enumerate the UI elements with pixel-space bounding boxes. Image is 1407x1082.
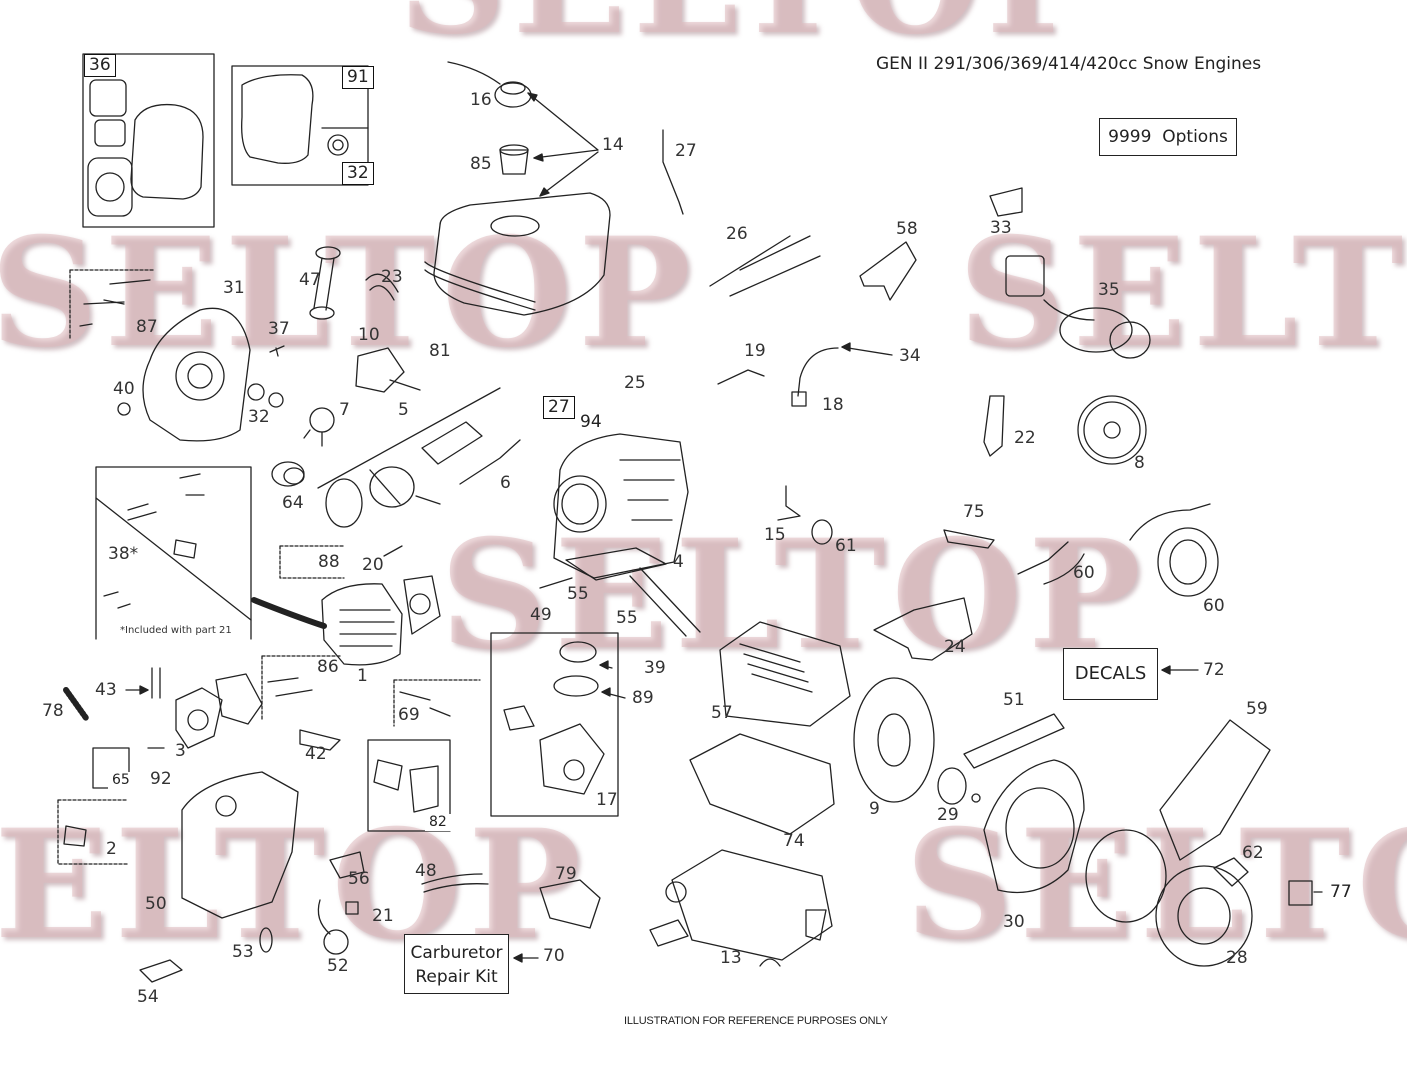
part-39: 39 (644, 658, 666, 678)
part-69: 69 (398, 705, 420, 725)
part-27: 27 (675, 141, 697, 161)
part-16: 16 (470, 90, 492, 110)
options-box: 9999 Options (1099, 118, 1237, 156)
part-26: 26 (726, 224, 748, 244)
part-20: 20 (362, 555, 384, 575)
footer-note: ILLUSTRATION FOR REFERENCE PURPOSES ONLY (624, 1015, 888, 1027)
part-62: 62 (1242, 843, 1264, 863)
part-54: 54 (137, 987, 159, 1007)
part-64: 64 (282, 493, 304, 513)
part-75: 75 (963, 502, 985, 522)
part-51: 51 (1003, 690, 1025, 710)
watermark-right: SELTOP (958, 205, 1407, 381)
part-35: 35 (1098, 280, 1120, 300)
part-60-coil: 60 (1203, 596, 1225, 616)
part-40: 40 (113, 379, 135, 399)
part-48: 48 (415, 861, 437, 881)
part-34: 34 (899, 346, 921, 366)
carburetor-kit-box: Carburetor Repair Kit (404, 934, 509, 994)
boxed-part-65: 65 (108, 772, 134, 790)
part-19: 19 (744, 341, 766, 361)
part-17: 17 (596, 790, 618, 810)
part-2: 2 (106, 839, 117, 859)
part-14: 14 (602, 135, 624, 155)
part-23: 23 (381, 267, 403, 287)
part-55-spring: 55 (567, 584, 589, 604)
part-72: 72 (1203, 660, 1225, 680)
part-24: 24 (944, 637, 966, 657)
part-58: 58 (896, 219, 918, 239)
part-49: 49 (530, 605, 552, 625)
part-89: 89 (632, 688, 654, 708)
part-22: 22 (1014, 428, 1036, 448)
boxed-part-91: 91 (342, 66, 374, 89)
part-53: 53 (232, 942, 254, 962)
part-31: 31 (223, 278, 245, 298)
part-79: 79 (555, 864, 577, 884)
part-59: 59 (1246, 699, 1268, 719)
part-5: 5 (398, 400, 409, 420)
part-28: 28 (1226, 948, 1248, 968)
part-29: 29 (937, 805, 959, 825)
watermark-top: SELTOP (398, 0, 1105, 55)
part-87: 87 (136, 317, 158, 337)
part-43: 43 (95, 680, 117, 700)
part-33: 33 (990, 218, 1012, 238)
part-13: 13 (720, 948, 742, 968)
part-86: 86 (317, 657, 339, 677)
part-21: 21 (372, 906, 394, 926)
part-30: 30 (1003, 912, 1025, 932)
part-3: 3 (175, 741, 186, 761)
part-92: 92 (150, 769, 172, 789)
carburetor-kit-line1: Carburetor (410, 943, 503, 963)
part-32-bearing: 32 (248, 407, 270, 427)
part-38: 38* (108, 544, 139, 564)
part-56: 56 (348, 869, 370, 889)
part-4: 4 (673, 552, 684, 572)
boxed-part-36: 36 (84, 54, 116, 77)
carburetor-kit-line2: Repair Kit (415, 967, 498, 987)
part-60-wire: 60 (1073, 563, 1095, 583)
boxed-part-32: 32 (342, 162, 374, 185)
part-9: 9 (869, 799, 880, 819)
decals-box: DECALS (1063, 648, 1158, 700)
part-37: 37 (268, 319, 290, 339)
part-15: 15 (764, 525, 786, 545)
part-42: 42 (305, 744, 327, 764)
watermark-center: SELTOP (440, 507, 1147, 683)
boxed-part-77: 77 (1326, 882, 1356, 903)
part-25: 25 (624, 373, 646, 393)
watermark-left: SELTOP (0, 205, 697, 381)
part-7: 7 (339, 400, 350, 420)
boxed-part-27: 27 (543, 396, 575, 419)
part-61: 61 (835, 536, 857, 556)
part-57: 57 (711, 703, 733, 723)
boxed-part-94: 94 (576, 412, 606, 433)
part-74: 74 (783, 831, 805, 851)
boxed-part-82: 82 (425, 814, 451, 832)
part-55-bar: 55 (616, 608, 638, 628)
diagram-title: GEN II 291/306/369/414/420cc Snow Engine… (876, 54, 1262, 74)
part-85: 85 (470, 154, 492, 174)
watermark-bottom-right: SELTOP (905, 797, 1407, 973)
part-70: 70 (543, 946, 565, 966)
part-78: 78 (42, 701, 64, 721)
part-50: 50 (145, 894, 167, 914)
part-52: 52 (327, 956, 349, 976)
part-6: 6 (500, 473, 511, 493)
kit-note: *Included with part 21 (120, 625, 232, 636)
part-81: 81 (429, 341, 451, 361)
part-8: 8 (1134, 453, 1145, 473)
part-18: 18 (822, 395, 844, 415)
part-47: 47 (299, 270, 321, 290)
part-10: 10 (358, 325, 380, 345)
part-1: 1 (357, 666, 368, 686)
part-88: 88 (318, 552, 340, 572)
